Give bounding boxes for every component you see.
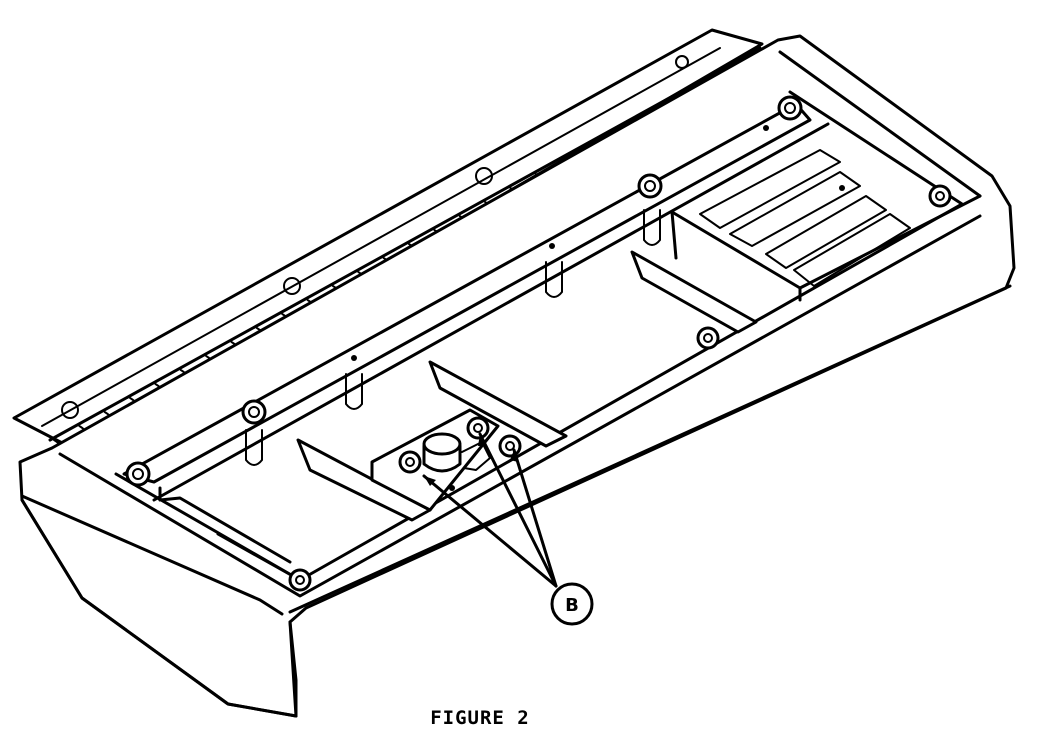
tray-body-shell: [18, 34, 1016, 718]
leader-line: [512, 448, 558, 588]
bolt-head: [777, 95, 803, 121]
leader-line: [422, 474, 558, 588]
hinged-lid-plate: [12, 28, 764, 449]
leader-line: [478, 432, 558, 588]
bolt-head: [928, 184, 952, 208]
bolt-head: [498, 434, 522, 458]
screw-dots: [351, 125, 845, 491]
bolt-head: [241, 399, 267, 425]
bolt-head: [288, 568, 312, 592]
callout-label-b: B: [565, 595, 579, 616]
bolt-head: [125, 461, 151, 487]
bolt-head: [637, 173, 663, 199]
bolt-head: [696, 326, 720, 350]
bolt-head: [466, 416, 490, 440]
grille-compartment: [699, 149, 911, 287]
rail-tabs: [245, 209, 661, 466]
mounting-bolts: [125, 95, 952, 592]
center-latch-mechanism: [370, 408, 500, 512]
figure-caption: FIGURE 2: [430, 707, 530, 729]
arrowhead: [478, 434, 486, 446]
arrowhead: [424, 476, 436, 486]
callout-b: B: [422, 432, 594, 626]
bolt-head: [398, 450, 422, 474]
callout-circle: [550, 582, 594, 626]
divider-plates: [296, 250, 758, 522]
arrowhead: [510, 450, 518, 462]
